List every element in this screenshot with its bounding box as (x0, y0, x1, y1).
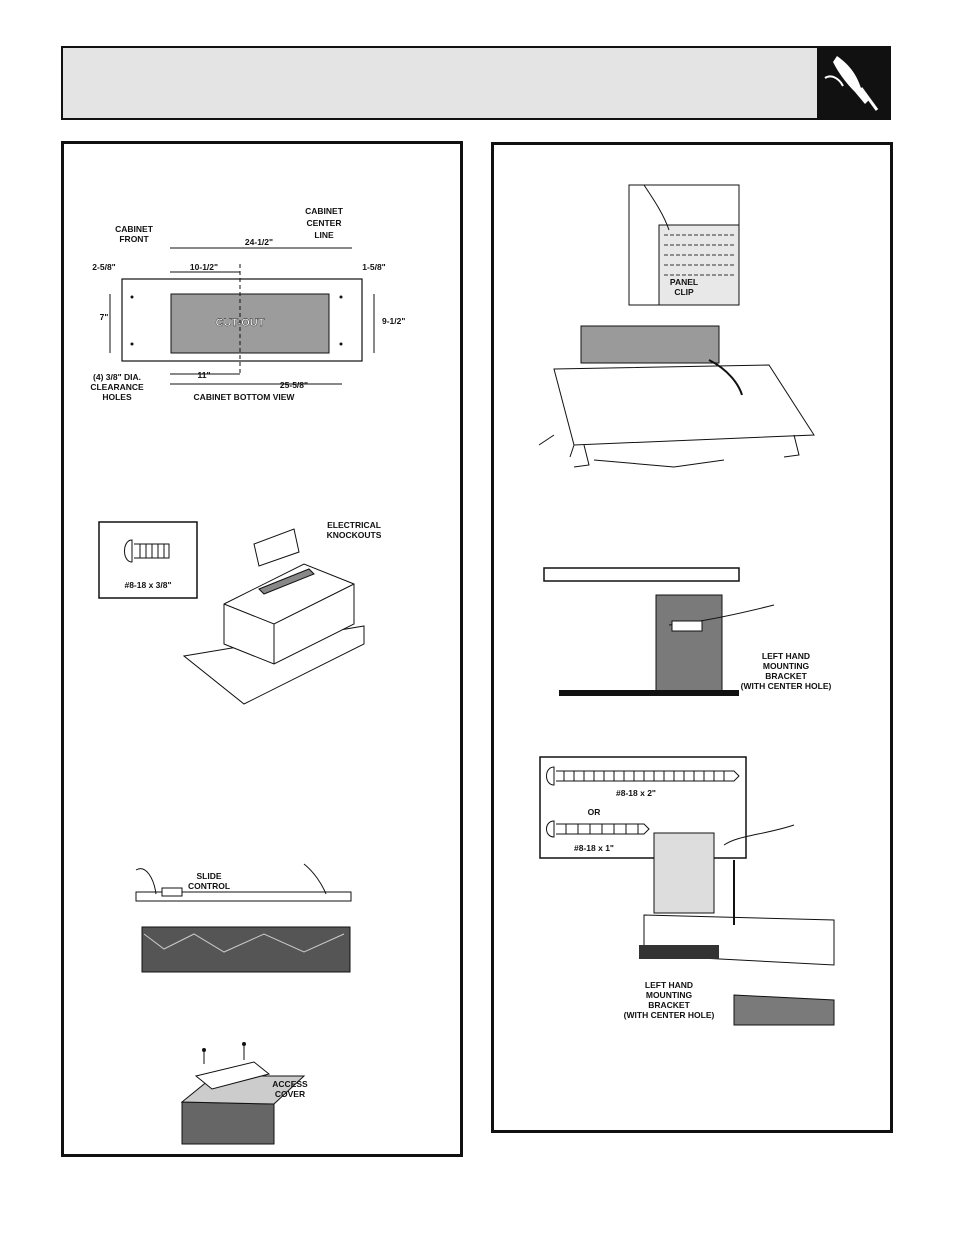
bracket-label-4: (WITH CENTER HOLE) (741, 681, 832, 691)
center-line-label: CABINET (305, 206, 344, 216)
slide-control-label-2: CONTROL (188, 881, 230, 891)
clearance-holes-label-3: HOLES (102, 392, 132, 402)
slide-control-label: SLIDE (196, 871, 221, 881)
electrical-knockouts-diagram: #8-18 x 3/8" ELECTRICAL KNOCKOUTS (98, 520, 382, 705)
access-cover-label: ACCESS (272, 1079, 308, 1089)
right-instruction-panel: PANEL CLIP LEFT HAND MOUNTING BRACKET (W… (491, 142, 893, 1133)
dim-9-half: 9-1/2" (382, 316, 405, 326)
dim-7: 7" (100, 312, 109, 322)
access-cover-diagram: ACCESS COVER (180, 1042, 308, 1145)
bracket-label: LEFT HAND (762, 651, 810, 661)
dim-25-5-8: 25-5/8" (280, 380, 308, 390)
installer-hand-icon (817, 48, 889, 118)
screw-size-label: #8-18 x 3/8" (124, 580, 171, 590)
bracket-label-b-4: (WITH CENTER HOLE) (624, 1010, 715, 1020)
dim-1-5-8: 1-5/8" (362, 262, 385, 272)
mounting-bracket-diagram: LEFT HAND MOUNTING BRACKET (WITH CENTER … (543, 567, 832, 696)
slide-control-diagram: SLIDE CONTROL (135, 863, 352, 973)
clearance-holes-label-2: CLEARANCE (90, 382, 144, 392)
clearance-holes-label: (4) 3/8" DIA. (93, 372, 141, 382)
cabinet-cutout-diagram: CABINET FRONT CABINET CENTER LINE 24-1/2… (90, 206, 405, 402)
bracket-label-b-2: MOUNTING (646, 990, 693, 1000)
cutout-label: CUT-OUT (216, 317, 265, 329)
dim-2-5-8: 2-5/8" (92, 262, 115, 272)
center-line-label-3: LINE (314, 230, 334, 240)
center-line-label-2: CENTER (307, 218, 342, 228)
bottom-view-label: CABINET BOTTOM VIEW (194, 392, 296, 402)
bracket-label-3: BRACKET (765, 671, 807, 681)
screw-long-label: #8-18 x 2" (616, 788, 656, 798)
bracket-label-2: MOUNTING (763, 661, 810, 671)
dim-24-half: 24-1/2" (245, 237, 273, 247)
panel-clip-label-2: CLIP (674, 287, 694, 297)
screw-short-label: #8-18 x 1" (574, 843, 614, 853)
panel-clip-diagram: PANEL CLIP (628, 184, 740, 306)
dim-11: 11" (197, 370, 210, 380)
cabinet-front-label: CABINET (115, 224, 154, 234)
filter-removal-diagram (538, 325, 815, 468)
panel-clip-label: PANEL (670, 277, 698, 287)
cabinet-front-label-2: FRONT (119, 234, 149, 244)
bracket-label-b: LEFT HAND (645, 980, 693, 990)
dim-10-half: 10-1/2" (190, 262, 218, 272)
screws-diagram: #8-18 x 2" OR #8-18 x 1" LEFT HAND MOUNT… (539, 756, 835, 1026)
access-cover-label-2: COVER (275, 1089, 305, 1099)
left-instruction-panel: CABINET FRONT CABINET CENTER LINE 24-1/2… (61, 141, 463, 1157)
or-label: OR (588, 807, 601, 817)
knockouts-label-2: KNOCKOUTS (327, 530, 382, 540)
header-bar (61, 46, 891, 120)
bracket-label-b-3: BRACKET (648, 1000, 690, 1010)
knockouts-label: ELECTRICAL (327, 520, 381, 530)
